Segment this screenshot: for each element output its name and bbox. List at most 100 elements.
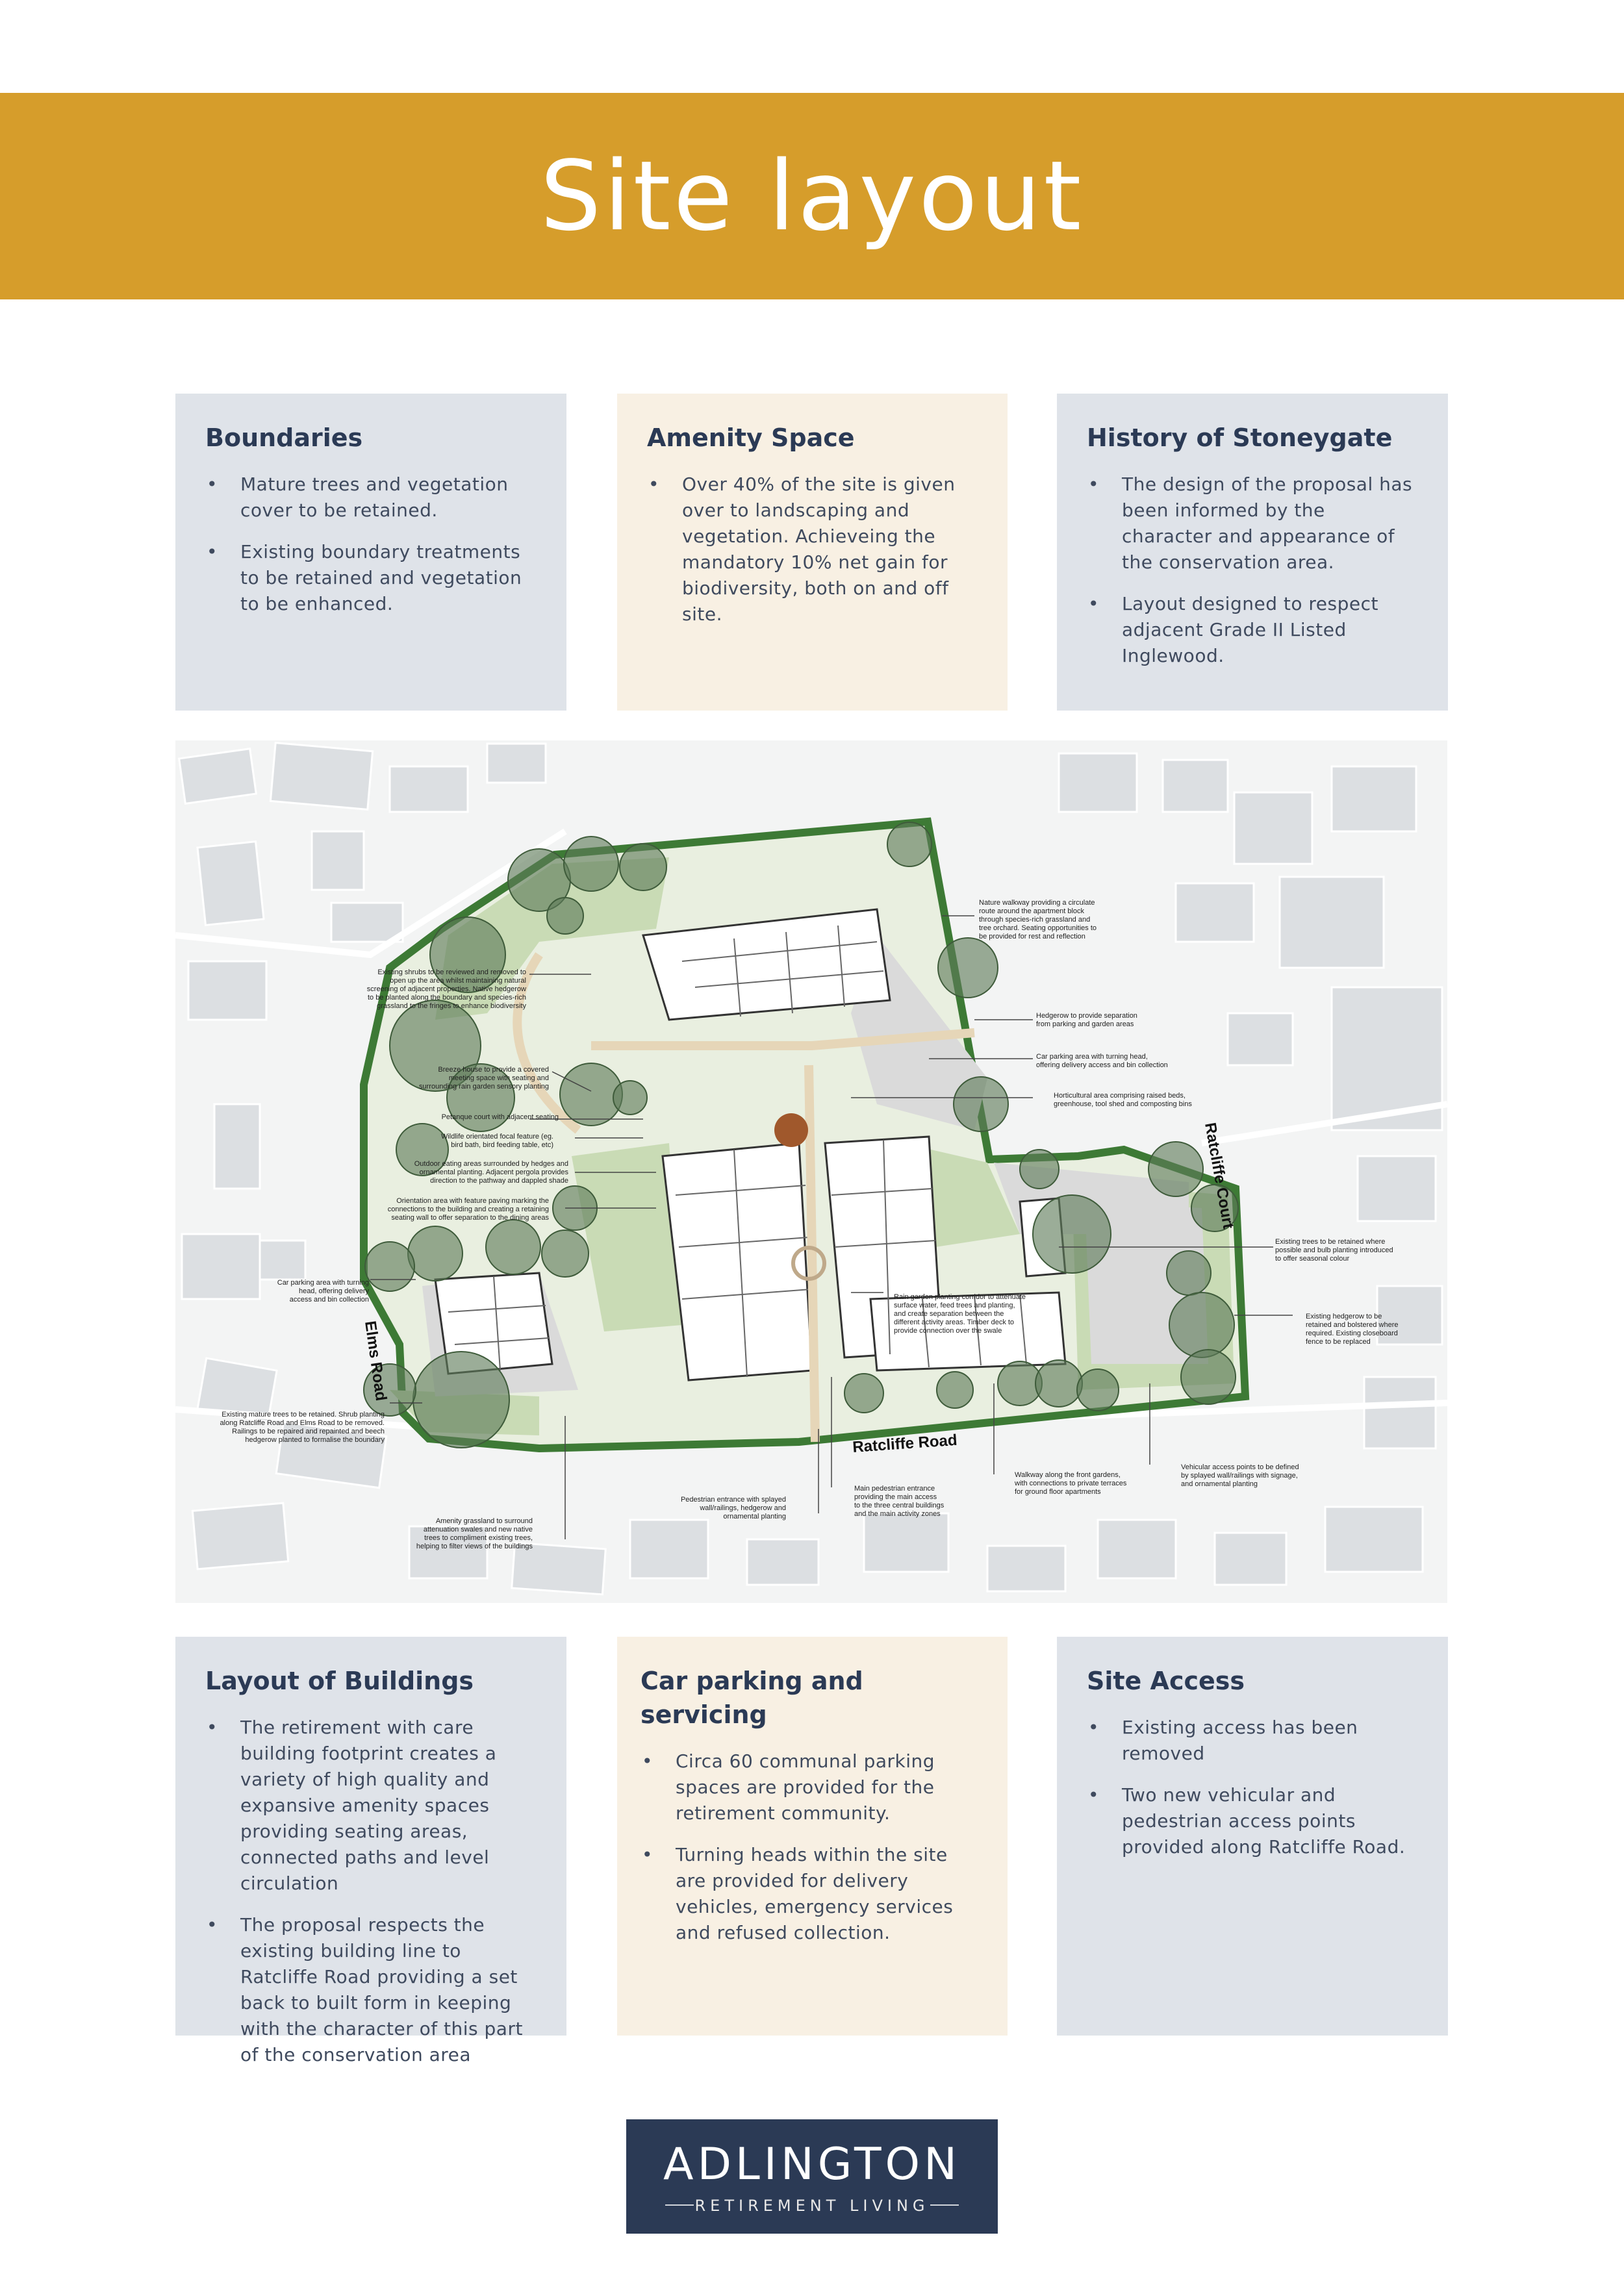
annotation-outdoor-eating: Outdoor eating areas surrounded by hedge… — [414, 1160, 569, 1185]
annotation-line: and the main activity zones — [854, 1510, 941, 1518]
annotation-line: to offer seasonal colour — [1275, 1255, 1349, 1263]
annotation-line: bird bath, bird feeding table, etc) — [451, 1141, 553, 1149]
list-item: Turning heads within the site are provid… — [641, 1842, 979, 1946]
annotation-line: Pedestrian entrance with splayed — [681, 1496, 786, 1504]
annotation-line: ornamental planting — [723, 1513, 786, 1520]
list-item: Over 40% of the site is given over to la… — [647, 472, 979, 627]
list-item: Circa 60 communal parking spaces are pro… — [641, 1748, 979, 1826]
annotation-line: Existing shrubs to be reviewed and remov… — [377, 968, 526, 976]
annotation-line: to be planted along the boundary and spe… — [368, 994, 526, 1002]
annotation-orientation: Orientation area with feature paving mar… — [388, 1197, 550, 1222]
annotation-line: by splayed wall/railings with signage, — [1181, 1472, 1298, 1480]
history-heading: History of Stoneygate — [1087, 423, 1393, 452]
annotation-line: access and bin collection — [290, 1296, 369, 1304]
annotation-line: providing the main access — [854, 1493, 937, 1501]
annotation-line: through species-rich grassland and — [979, 916, 1090, 924]
logo-name: ADLINGTON — [663, 2139, 961, 2190]
list-item: Existing boundary treatments to be retai… — [205, 539, 538, 617]
trees — [363, 822, 1239, 1448]
annotation-walkway-front: Walkway along the front gardens,with con… — [1014, 1471, 1127, 1496]
annotation-line: Car parking area with turning — [277, 1279, 369, 1287]
annotation-line: ornamental planting. Adjacent pergola pr… — [420, 1168, 569, 1176]
annotation-line: Amenity grassland to surround — [436, 1517, 533, 1525]
page-title: Site layout — [540, 140, 1084, 252]
annotation-line: Rain garden planting corridor to attenua… — [894, 1293, 1026, 1301]
annotation-line: hedgerow planted to formalise the bounda… — [245, 1436, 385, 1444]
annotation-existing-shrubs: Existing shrubs to be reviewed and remov… — [367, 968, 527, 1010]
annotation-line: with connections to private terraces — [1014, 1480, 1127, 1487]
annotation-line: Car parking area with turning head, — [1036, 1053, 1148, 1061]
annotation-line: be provided for rest and reflection — [979, 933, 1085, 940]
annotation-line: Vehicular access points to be defined — [1181, 1463, 1299, 1471]
access-list: Existing access has been removed Two new… — [1087, 1715, 1419, 1860]
list-item: The design of the proposal has been info… — [1087, 472, 1419, 575]
boundaries-panel: Boundaries Mature trees and vegetation c… — [175, 394, 566, 711]
annotation-line: attenuation swales and new native — [424, 1526, 533, 1533]
layout-heading: Layout of Buildings — [205, 1667, 474, 1695]
annotation-wildlife: Wildlife orientated focal feature (eg.bi… — [441, 1133, 553, 1149]
annotation-line: Railings to be repaired and repainted an… — [232, 1428, 385, 1435]
amenity-list: Over 40% of the site is given over to la… — [647, 472, 979, 627]
annotation-line: and create separation between the — [894, 1310, 1004, 1318]
annotation-line: different activity areas. Timber deck to — [894, 1318, 1014, 1326]
annotation-line: from parking and garden areas — [1036, 1020, 1134, 1028]
history-panel: History of Stoneygate The design of the … — [1057, 394, 1448, 711]
annotation-line: grassland to the fringes to enhance biod… — [377, 1002, 526, 1010]
annotation-line: tree orchard. Seating opportunities to — [979, 924, 1097, 932]
annotation-line: route around the apartment block — [979, 907, 1085, 915]
annotation-line: to the three central buildings — [854, 1502, 945, 1509]
building-details — [448, 925, 1027, 1378]
logo-tagline: RETIREMENT LIVING — [694, 2197, 930, 2215]
annotation-rain-garden: Rain garden planting corridor to attenua… — [894, 1293, 1026, 1335]
annotation-line: Horticultural area comprising raised bed… — [1054, 1092, 1186, 1100]
annotation-line: trees to compliment existing trees, — [424, 1534, 533, 1542]
annotation-line: connections to the building and creating… — [388, 1205, 549, 1213]
annotation-mature-trees: Existing mature trees to be retained. Sh… — [220, 1411, 385, 1444]
annotation-car-parking-turning: Car parking area with turning head,offer… — [1036, 1053, 1168, 1069]
boundaries-list: Mature trees and vegetation cover to be … — [205, 472, 538, 617]
annotation-line: Main pedestrian entrance — [854, 1485, 935, 1493]
orientation-paving — [791, 1246, 826, 1281]
annotation-line: Walkway along the front gardens, — [1015, 1471, 1121, 1479]
parking-panel: Car parking and servicing Circa 60 commu… — [617, 1637, 1008, 2036]
list-item: The retirement with care building footpr… — [205, 1715, 538, 1897]
annotation-line: surrounding rain garden sensory planting — [419, 1083, 549, 1091]
amenity-heading: Amenity Space — [647, 423, 855, 452]
logo-rule-left — [665, 2204, 694, 2206]
annotation-line: helping to filter views of the buildings — [416, 1543, 533, 1550]
annotation-line: meeting space with seating and — [449, 1074, 549, 1082]
boundaries-heading: Boundaries — [205, 423, 363, 452]
annotation-line: seating wall to offer separation to the … — [391, 1214, 549, 1222]
annotation-line: direction to the pathway and dappled sha… — [430, 1177, 568, 1185]
annotation-line: fence to be replaced — [1306, 1338, 1371, 1346]
amenity-panel: Amenity Space Over 40% of the site is gi… — [617, 394, 1008, 711]
annotation-line: wall/railings, hedgerow and — [699, 1504, 786, 1512]
annotation-line: Wildlife orientated focal feature (eg. — [441, 1133, 553, 1141]
list-item: The proposal respects the existing build… — [205, 1912, 538, 2068]
annotation-line: Existing trees to be retained where — [1275, 1238, 1385, 1246]
annotation-line: Existing mature trees to be retained. Sh… — [222, 1411, 385, 1419]
annotation-petanque: Petanque court with adjacent seating — [442, 1113, 559, 1121]
list-item: Two new vehicular and pedestrian access … — [1087, 1782, 1419, 1860]
annotation-line: screening of adjacent properties. Native… — [367, 985, 526, 993]
annotation-line: provide connection over the swale — [894, 1327, 1002, 1335]
annotation-line: Breeze house to provide a covered — [438, 1066, 549, 1074]
annotation-line: along Ratcliffe Road and Elms Road to be… — [220, 1419, 385, 1427]
parking-heading: Car parking and servicing — [641, 1667, 863, 1729]
list-item: Existing access has been removed — [1087, 1715, 1419, 1767]
annotation-line: Petanque court with adjacent seating — [442, 1113, 559, 1121]
buildings — [434, 908, 1067, 1381]
list-item: Layout designed to respect adjacent Grad… — [1087, 591, 1419, 669]
logo-rule-right — [930, 2204, 959, 2206]
annotation-line: for ground floor apartments — [1015, 1488, 1101, 1496]
annotation-line: possible and bulb planting introduced — [1275, 1246, 1393, 1254]
annotation-line: head, offering delivery — [299, 1287, 370, 1295]
history-list: The design of the proposal has been info… — [1087, 472, 1419, 669]
annotation-line: Orientation area with feature paving mar… — [396, 1197, 549, 1205]
